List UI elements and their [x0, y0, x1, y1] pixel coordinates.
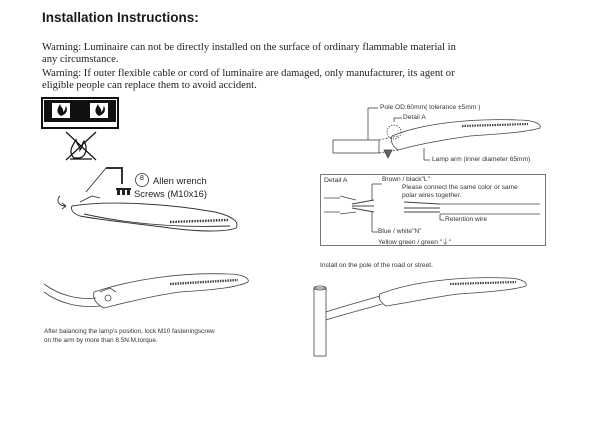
warning-line-1: Warning: Luminaire can not be directly i…	[42, 42, 456, 53]
detail-a-callout: Detail A	[403, 114, 426, 121]
lamp-arm-label: Lamp arm (inner diameter 65mm)	[432, 156, 531, 163]
badge-number: 8	[140, 175, 144, 182]
wire-brown-label: Brown / black"L"	[382, 176, 430, 183]
page-title: Installation Instructions:	[42, 10, 199, 25]
wire-note-line-2: polar wires together.	[402, 192, 462, 199]
detail-a-box	[320, 174, 546, 246]
warning-line-4: eligible people can replace them to avoi…	[42, 80, 257, 91]
wire-blue-label: Blue / white"N"	[378, 228, 422, 235]
screws-label: Screws (M10x16)	[134, 188, 207, 199]
allen-wrench-label: Allen wrench	[153, 175, 207, 186]
balance-note-line-2: on the arm by more than 8.5N.M,torque.	[44, 337, 158, 344]
retention-wire-label: Retention wire	[445, 216, 488, 223]
warning-line-3: Warning: If outer flexible cable or cord…	[42, 68, 455, 79]
install-on-pole-note: Install on the pole of the road or stree…	[320, 262, 433, 269]
wire-yellow-label: Yellow green / green "⏚"	[378, 239, 451, 246]
warning-line-2: any circumstance.	[42, 54, 119, 65]
balance-note-line-1: After balancing the lamp's position, loc…	[44, 328, 215, 335]
detail-a-title: Detail A	[324, 177, 348, 184]
wire-note-line-1: Please connect the same color or same	[402, 184, 518, 191]
pole-od-label: Pole OD.60mm( tolerance ±5mm )	[380, 104, 481, 111]
